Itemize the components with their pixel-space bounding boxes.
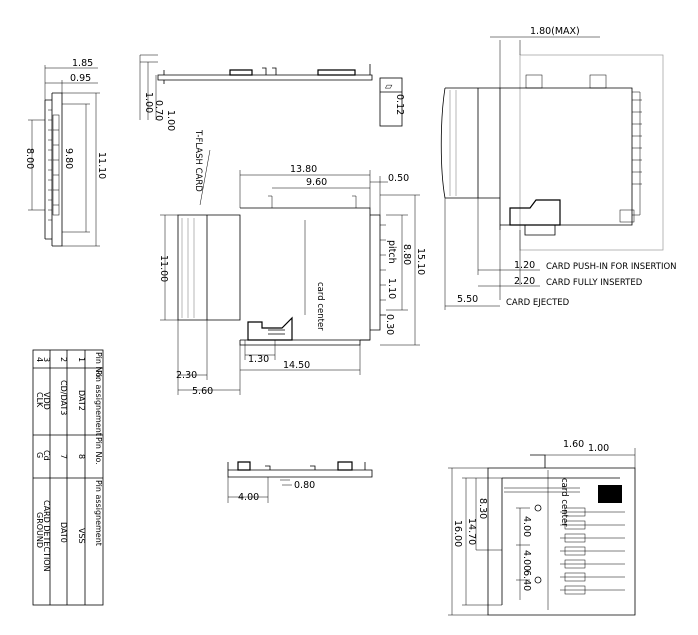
dim-width-second: 0.95 [70,73,91,84]
table-row-4-assign: CLK [35,392,44,408]
dim-footprint-v3: 16.00 [452,520,463,547]
note-push-in: CARD PUSH-IN FOR INSERTION [546,262,677,272]
dim-small-bottom: 1.30 [248,354,269,365]
dim-top-3: 1.00 [165,110,176,131]
footprint-view: card center 1.60 1.00 16.00 14.70 8.30 4… [448,439,636,616]
dim-pitch: 1.10 [386,278,397,299]
table-row-4-pin-b: G [35,452,44,458]
dim-footprint-v5: 4.00 [521,550,532,571]
top-view: 1.00 0.70 1.00 ▱ 0.12 [139,54,405,131]
dim-top-1: 1.00 [143,92,154,113]
table-row-3-assign-b: CARD DETECTION [42,500,51,572]
table-row-1-assign: DAT2 [77,390,86,411]
dim-inserted: 2.20 [514,276,535,287]
table-row-1-pin-b: 8 [77,454,86,459]
pin-table: Pin No. Pin assignement Pin No. Pin assi… [32,349,104,606]
dim-body-width: 14.50 [283,360,310,371]
dim-height-outer: 11.10 [96,152,107,179]
main-view: T-FLASH CARD card center 13.80 9.60 0.50… [158,129,426,397]
dim-pins-height: 8.80 [401,244,412,265]
dim-width-inner: 9.60 [306,177,327,188]
dim-bottom-gap: 0.30 [384,314,395,335]
dim-footprint-v1: 8.30 [477,498,488,519]
note-inserted: CARD FULLY INSERTED [546,278,643,288]
bottom-side-view: 4.00 0.80 [227,461,373,503]
dim-max-height: 1.80(MAX) [530,26,580,37]
dim-ejected: 5.50 [457,294,478,305]
table-row-1-assign-b: VSS [77,528,86,544]
dim-footprint-v4: 4.00 [521,516,532,537]
dim-width-top: 1.85 [72,58,93,69]
table-row-3-pin: 3 [42,357,51,362]
note-ejected: CARD EJECTED [506,298,570,308]
table-row-2-pin: 2 [59,357,68,362]
table-row-3-assign: VDD [42,392,51,410]
dim-left-small: 2.30 [176,370,197,381]
table-header-assign-1: Pin assignement [94,370,103,436]
flatness-value: 0.12 [394,94,405,115]
dim-height-inner: 8.00 [24,148,35,169]
right-view: 1.80(MAX) 1.20 CARD PUSH-IN FOR INSERTIO… [440,26,677,310]
dim-bottom-left: 4.00 [238,492,259,503]
footprint-center-label: card center [559,478,569,527]
table-header-pin-no-2: Pin No. [94,437,103,465]
card-label: T-FLASH CARD [193,129,203,192]
dim-total-height: 15.10 [415,248,426,275]
pitch-label: pitch [386,240,397,264]
table-header-assign-2: Pin assignement [94,480,103,546]
table-row-2-assign: CD/DAT3 [59,380,68,415]
card-center-label: card center [315,282,325,331]
table-row-2-pin-b: 7 [59,454,68,459]
dim-bottom-small: 0.80 [294,480,315,491]
dim-footprint-v2: 14.70 [466,518,477,545]
dim-footprint-v6: 6.40 [521,570,532,591]
table-row-4-assign-b: GROUND [35,512,44,548]
dim-width-right: 0.50 [388,173,409,184]
dim-top-2: 0.70 [153,100,164,121]
table-row-4-pin: 4 [35,357,44,362]
table-row-1-pin: 1 [77,357,86,362]
dim-left-offset: 5.60 [192,386,213,397]
table-header-pin-no-1: Pin No. [94,352,103,380]
table-row-3-pin-b: Cd [42,450,51,461]
flatness-symbol-icon: ▱ [385,81,393,92]
dim-footprint-top-a: 1.60 [563,439,584,450]
left-side-view: 1.85 0.95 11.10 9.80 8.00 [24,58,107,247]
dim-push-in: 1.20 [514,260,535,271]
dim-card-height: 11.00 [158,255,169,282]
dim-footprint-top-b: 1.00 [588,443,609,454]
table-row-2-assign-b: DAT0 [59,522,68,543]
dim-width-total: 13.80 [290,164,317,175]
dim-height-mid: 9.80 [63,148,74,169]
